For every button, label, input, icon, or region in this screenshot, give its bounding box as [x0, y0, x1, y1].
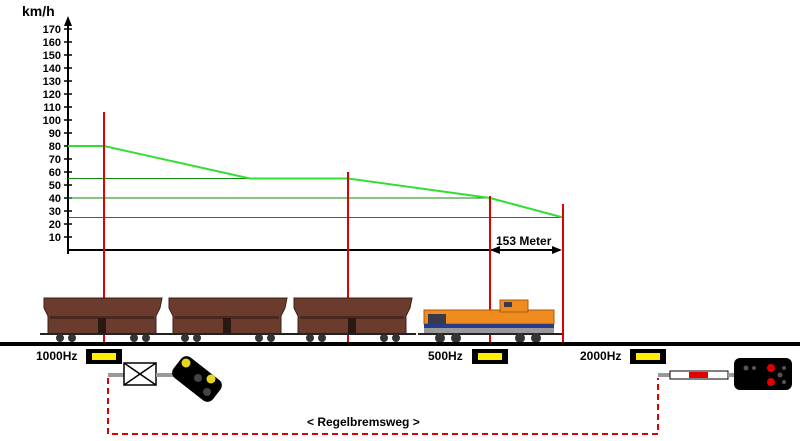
y-tick-label-60: 60 [49, 167, 61, 179]
main-signal-head-icon [734, 358, 792, 390]
y-axis-label: km/h [22, 3, 55, 19]
magnet-label-2000hz: 2000Hz [580, 349, 621, 363]
signal-lamp-dark [194, 374, 202, 382]
speed-curve [68, 145, 564, 219]
signal-lamp-yellow-2 [206, 374, 216, 384]
y-tick-label-120: 120 [43, 89, 61, 101]
y-tick-label-20: 20 [49, 219, 61, 231]
distance-arrow-right [552, 246, 562, 254]
y-tick-label-40: 40 [49, 193, 61, 205]
y-tick-label-140: 140 [43, 63, 61, 75]
y-tick-label-150: 150 [43, 50, 61, 62]
distance-arrow-left [490, 246, 500, 254]
y-tick-label-90: 90 [49, 128, 61, 140]
locomotive [418, 299, 562, 343]
y-tick-label-100: 100 [43, 115, 61, 127]
y-tick-label-80: 80 [49, 141, 61, 153]
wagon-3 [290, 297, 416, 342]
wagon-1 [40, 297, 166, 342]
wagon-2 [165, 297, 291, 342]
magnet-label-500hz: 500Hz [428, 349, 463, 363]
magnet-label-1000hz: 1000Hz [36, 349, 77, 363]
train [40, 297, 562, 343]
y-axis-arrow [64, 16, 72, 26]
y-tick-label-50: 50 [49, 180, 61, 192]
y-tick-label-70: 70 [49, 154, 61, 166]
y-ticks: 1020304050607080901001101201301401501601… [43, 24, 72, 244]
signal-lamp-yellow-1 [181, 358, 191, 368]
reference-lines [68, 145, 563, 218]
y-tick-label-130: 130 [43, 76, 61, 88]
y-tick-label-160: 160 [43, 37, 61, 49]
braking-distance-label: < Regelbremsweg > [307, 415, 420, 429]
main-signal [658, 358, 792, 390]
y-tick-label-170: 170 [43, 24, 61, 36]
red-lamp-1 [767, 364, 775, 372]
y-tick-label-10: 10 [49, 232, 61, 244]
y-tick-label-110: 110 [43, 102, 61, 114]
y-tick-label-30: 30 [49, 206, 61, 218]
braking-distance-path [107, 378, 659, 435]
rail [0, 342, 800, 346]
distance-label: 153 Meter [496, 234, 552, 248]
red-lamp-2 [767, 378, 775, 386]
distant-signal [108, 356, 222, 402]
